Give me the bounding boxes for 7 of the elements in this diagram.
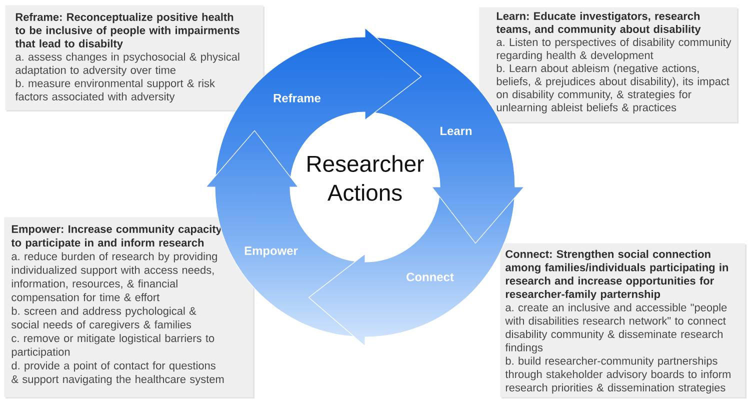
- info-box: [5, 5, 264, 112]
- info-box: [500, 243, 746, 398]
- list-item: d. provide a point of contact for questions & support navigating the healthcare system: [12, 361, 224, 386]
- info-box: [479, 7, 738, 124]
- list-item: b. build researcher-community partnerships through stakeholder advisory boards to inform research priorities & dissemination strategies: [505, 356, 730, 394]
- list-item: b. measure environmental support & risk factors associated with adversity: [15, 79, 215, 103]
- box-heading: Learn: Educate investigators, research teams, and community about disability: [496, 12, 701, 36]
